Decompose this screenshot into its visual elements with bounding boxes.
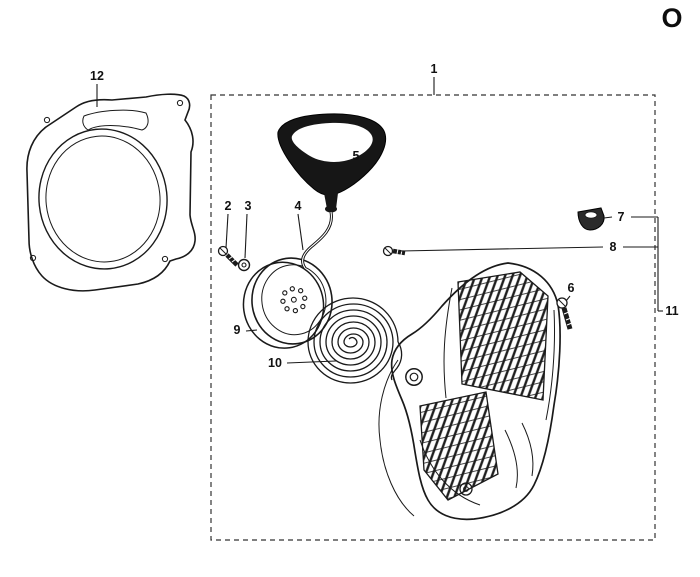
screw-thread [396,248,399,255]
screw-shaft [561,307,573,330]
pulley-face-inset [261,264,327,336]
callout-4: 4 [295,199,302,213]
leader-line-9 [245,329,258,332]
callout-labels: 1 12 5 2 3 4 7 8 6 11 9 10 [90,62,679,370]
callout-8: 8 [610,240,617,254]
cover-contour-line [443,287,453,399]
spring-spiral [307,297,399,384]
cover-upper-vent-grille [457,271,549,401]
callout-10: 10 [268,356,282,370]
callout-11: 11 [665,304,678,318]
housing-screw-hole [29,254,37,262]
cover-rib-line [521,422,534,477]
grille-frame [457,271,549,401]
leader-line-8-left [400,246,604,252]
rope-core-line [302,211,333,269]
callout-12: 12 [90,69,104,83]
cover-screw-boss-hole [463,486,469,492]
pulley-center-holes [280,286,308,314]
part-11-starter-cover [378,262,561,521]
part-12-crankcase-housing [26,93,196,292]
housing-screw-hole [161,255,169,263]
housing-opening-inner [45,135,161,263]
cover-rib-line [504,429,518,489]
grille-frame [419,391,499,501]
part-9-starter-pulley [242,257,333,349]
leader-line-4 [297,213,304,251]
grille-rows [458,272,548,400]
leader-line-7-left [603,216,613,219]
cover-outer-outline [390,262,561,521]
rope-outer [301,211,333,269]
cover-contour-line [545,309,556,421]
cover-eyelet-outer [405,368,423,386]
part-2-screw [217,245,239,267]
screw-thread [565,317,572,321]
housing-top-slot [82,109,149,131]
part-3-washer [237,258,251,272]
spring-inner-hook [348,336,358,343]
cover-flange-line [378,359,415,517]
callout-9: 9 [234,323,241,337]
leader-line-10 [286,360,337,364]
part-5-starter-handle [277,113,387,213]
screw-thread [231,258,237,263]
screw-shaft [392,248,406,256]
callout-3: 3 [245,199,252,213]
grommet-body [577,207,605,231]
washer-outer [237,258,251,272]
part-6-screw [556,297,573,330]
housing-screw-hole [43,116,51,124]
leader-line-3 [244,213,248,259]
screw-slot [219,247,227,255]
assembly-boundary-box [210,94,656,541]
screw-slot [558,299,566,307]
part-8-screw [382,245,406,257]
screw-slot [384,247,392,255]
screw-thread [566,322,573,326]
cover-contour-line [419,439,481,506]
leader-line-6 [565,295,571,302]
callout-1: 1 [431,62,438,76]
housing-screw-hole [176,99,184,107]
callout-leader-lines [96,77,663,364]
callout-6: 6 [568,281,575,295]
washer-hole [241,262,247,268]
callout-2: 2 [225,199,232,213]
cover-screw-boss [459,482,473,496]
callout-5: 5 [353,149,360,163]
leader-line-2 [225,213,229,249]
pulley-face [251,257,333,345]
handle-rope-collar [324,193,338,209]
section-letter: O [661,3,682,33]
cover-eyelet-hole [409,372,419,382]
screw-thread [228,255,234,260]
pulley-rim-back [242,261,325,349]
grommet-opening [584,211,598,219]
housing-opening-outer [38,128,168,270]
housing-outer-outline [26,93,196,292]
screw-thread [563,311,570,315]
callout-7: 7 [618,210,625,224]
part-10-recoil-spring [307,297,403,384]
spring-outer-hook [390,341,403,381]
handle-collar-tip [325,205,337,213]
handle-grip-opening [291,122,373,162]
part-7-grommet [577,207,605,231]
screw-shaft [225,253,239,267]
part-4-starter-rope [301,211,333,269]
cover-lower-vent-grille [419,391,499,501]
grille-rows [420,392,498,500]
